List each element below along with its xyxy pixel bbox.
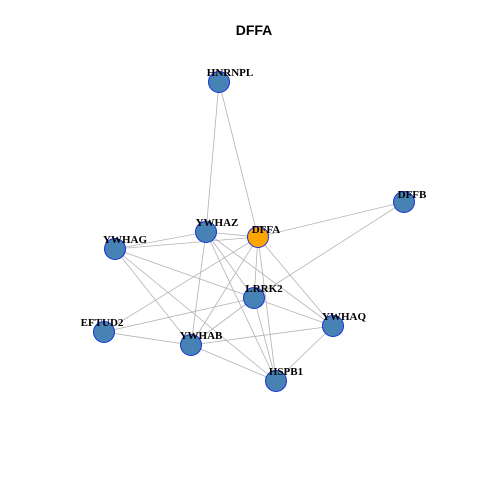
node-label-ywhab: YWHAB [180, 330, 223, 342]
edge-lrrk2-ywhab [190, 297, 255, 346]
node-hspb1[interactable] [265, 370, 287, 392]
node-label-dffb: DFFB [398, 189, 427, 201]
node-lrrk2[interactable] [243, 287, 265, 309]
edge-ywhag-ywhab [114, 248, 192, 346]
edge-dffa-hspb1 [257, 236, 277, 382]
edge-ywhag-hspb1 [114, 248, 277, 382]
node-ywhab[interactable] [180, 334, 202, 356]
edge-dffa-eftud2 [103, 236, 259, 333]
edge-dffb-lrrk2 [253, 201, 405, 299]
node-ywhag[interactable] [104, 238, 126, 260]
edge-dffb-dffa [257, 201, 405, 238]
edge-lrrk2-hspb1 [253, 297, 277, 382]
node-ywhaq[interactable] [322, 315, 344, 337]
node-label-eftud2: EFTUD2 [81, 317, 124, 329]
node-eftud2[interactable] [93, 321, 115, 343]
node-label-ywhaz: YWHAZ [196, 217, 239, 229]
edge-ywhag-lrrk2 [114, 248, 255, 299]
node-label-lrrk2: LRRK2 [245, 283, 283, 295]
edge-ywhaz-hspb1 [205, 231, 277, 382]
node-label-hspb1: HSPB1 [269, 366, 303, 378]
edge-layer [103, 81, 405, 382]
edge-ywhaq-ywhab [190, 325, 334, 346]
node-layer [93, 71, 415, 392]
node-dffb[interactable] [393, 191, 415, 213]
edge-eftud2-ywhab [103, 331, 192, 346]
node-label-ywhaq: YWHAQ [322, 311, 366, 323]
edge-lrrk2-ywhaq [253, 297, 334, 327]
edge-dffa-ywhaq [257, 236, 334, 327]
node-label-dffa: DFFA [252, 224, 281, 236]
node-ywhaz[interactable] [195, 221, 217, 243]
node-hnrnpl[interactable] [208, 71, 230, 93]
edge-ywhaq-hspb1 [275, 325, 334, 382]
edge-ywhaz-ywhaq [205, 231, 334, 327]
edge-hnrnpl-ywhaz [205, 81, 220, 233]
edge-ywhag-dffa [114, 236, 259, 250]
edge-hnrnpl-dffa [218, 81, 259, 238]
edge-lrrk2-eftud2 [103, 297, 255, 333]
edge-ywhaz-lrrk2 [205, 231, 255, 299]
edge-ywhag-ywhaz [114, 231, 207, 250]
node-label-ywhag: YWHAG [103, 234, 147, 246]
node-label-hnrnpl: HNRNPL [207, 67, 253, 79]
diagram-title: DFFA [236, 22, 273, 38]
node-dffa[interactable] [247, 226, 269, 248]
edge-ywhab-hspb1 [190, 344, 277, 382]
edge-dffa-ywhab [190, 236, 259, 346]
edge-ywhaz-ywhab [190, 231, 207, 346]
